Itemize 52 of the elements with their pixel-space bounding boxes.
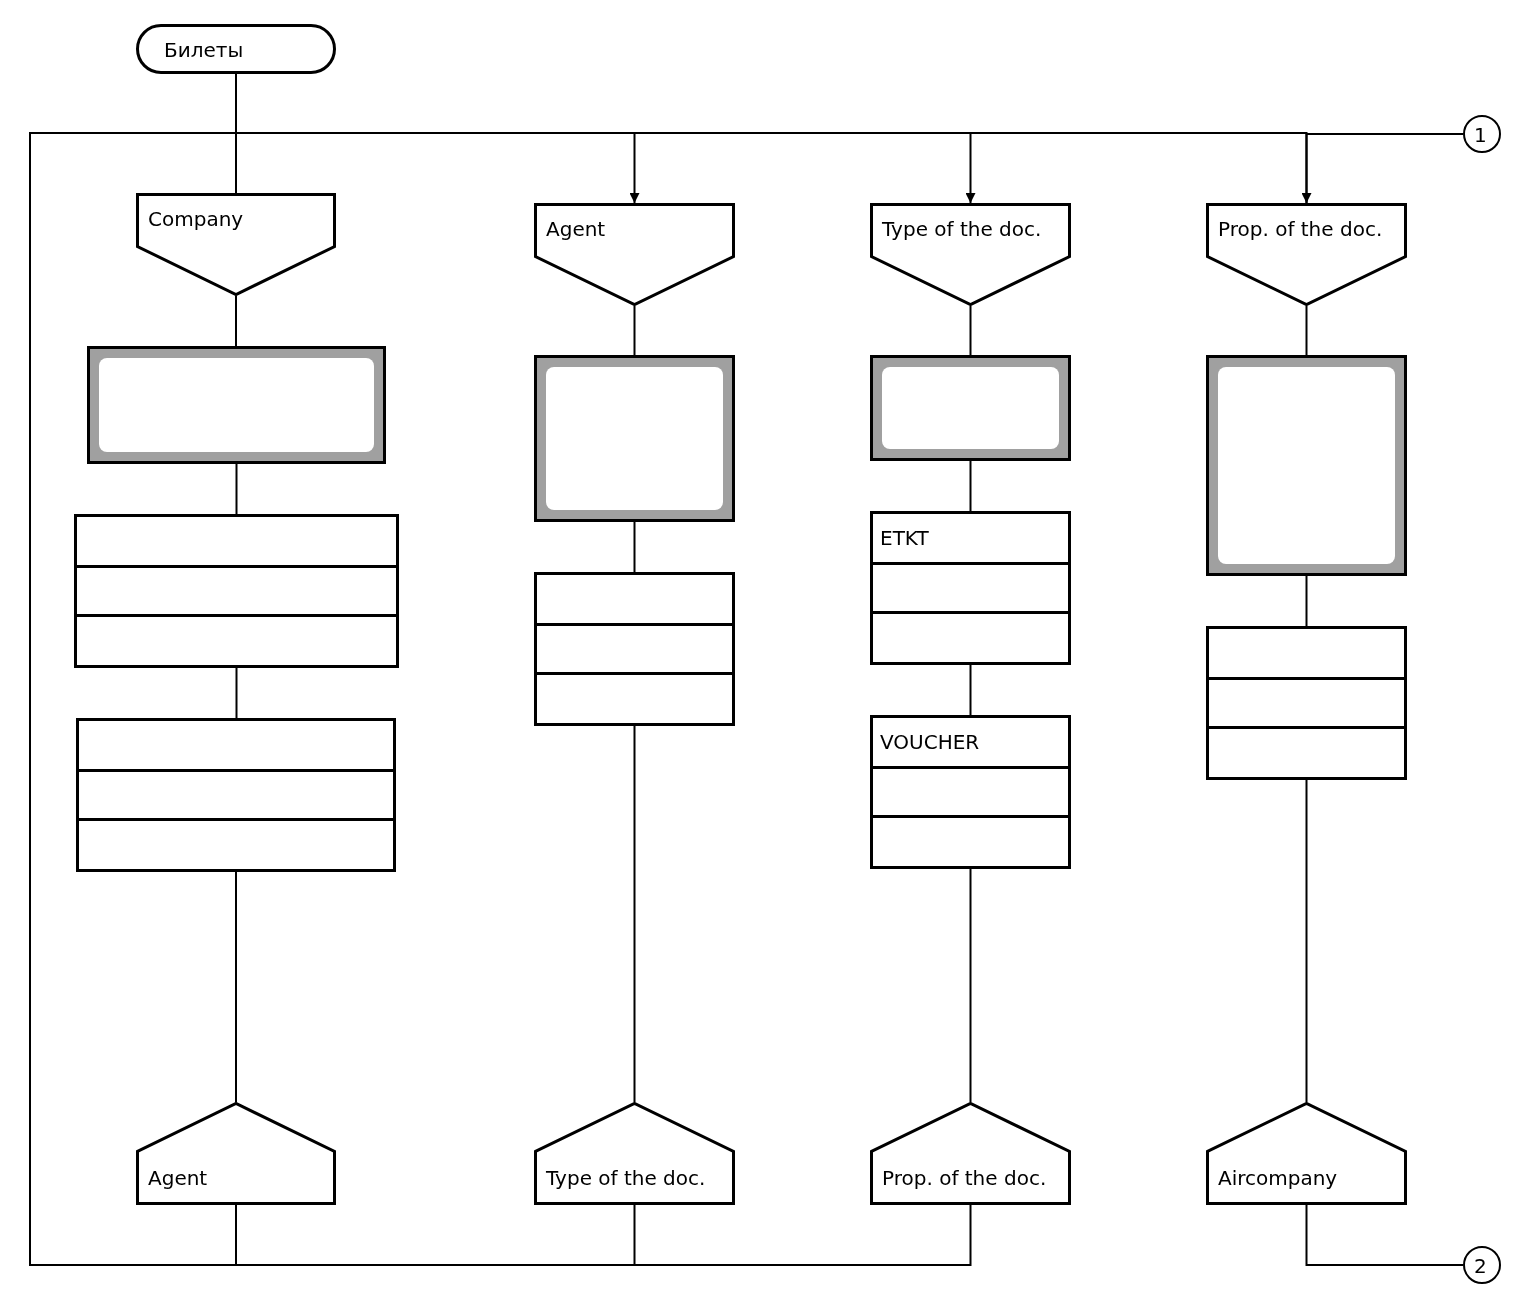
arrow [29, 132, 1312, 1266]
connector-line [235, 463, 238, 515]
table-box [74, 514, 399, 668]
address-box [534, 1102, 735, 1205]
connector-line [633, 305, 636, 356]
address-box [870, 1102, 1071, 1205]
node-label: Prop. of the doc. [1218, 217, 1383, 241]
display-box [870, 355, 1071, 461]
connector-circle [1463, 1246, 1501, 1284]
branch-header [136, 193, 336, 296]
node-label: VOUCHER [880, 730, 980, 754]
connector-line [633, 521, 636, 573]
connector-line [969, 305, 972, 356]
connector-line [1305, 1204, 1464, 1266]
display-box [87, 346, 386, 464]
branch-header [870, 203, 1071, 306]
connector-line [1305, 133, 1464, 204]
branch-header [1206, 203, 1407, 306]
connector-line [969, 664, 972, 716]
connector-line [1305, 575, 1308, 627]
table-box [870, 511, 1071, 665]
connector-circle [1463, 115, 1501, 153]
display-box [534, 355, 735, 522]
start-terminator [136, 24, 336, 74]
connector-line [1305, 305, 1308, 356]
node-label: ETKT [880, 526, 929, 550]
address-box [136, 1102, 336, 1205]
table-box [534, 572, 735, 726]
table-box [870, 715, 1071, 869]
node-label: 1 [1474, 123, 1487, 147]
node-label: Билеты [164, 38, 244, 62]
node-label: Prop. of the doc. [882, 1166, 1047, 1190]
table-box [1206, 626, 1407, 780]
node-label: Agent [546, 217, 606, 241]
table-box [76, 718, 396, 872]
connector-line [1305, 779, 1308, 1103]
node-label: Agent [148, 1166, 208, 1190]
node-label: 2 [1474, 1254, 1487, 1278]
connector-line [235, 871, 237, 1103]
connector-line [969, 868, 972, 1103]
connector-line [969, 460, 972, 512]
node-label: Aircompany [1218, 1166, 1338, 1190]
connector-line [235, 295, 237, 347]
display-box [1206, 355, 1407, 576]
branch-header [534, 203, 735, 306]
node-label: Company [148, 207, 244, 231]
node-label: Type of the doc. [882, 217, 1042, 241]
connector-line [235, 667, 238, 719]
address-box [1206, 1102, 1407, 1205]
connector-line [633, 725, 636, 1103]
node-label: Type of the doc. [546, 1166, 706, 1190]
connector-line [235, 73, 237, 194]
